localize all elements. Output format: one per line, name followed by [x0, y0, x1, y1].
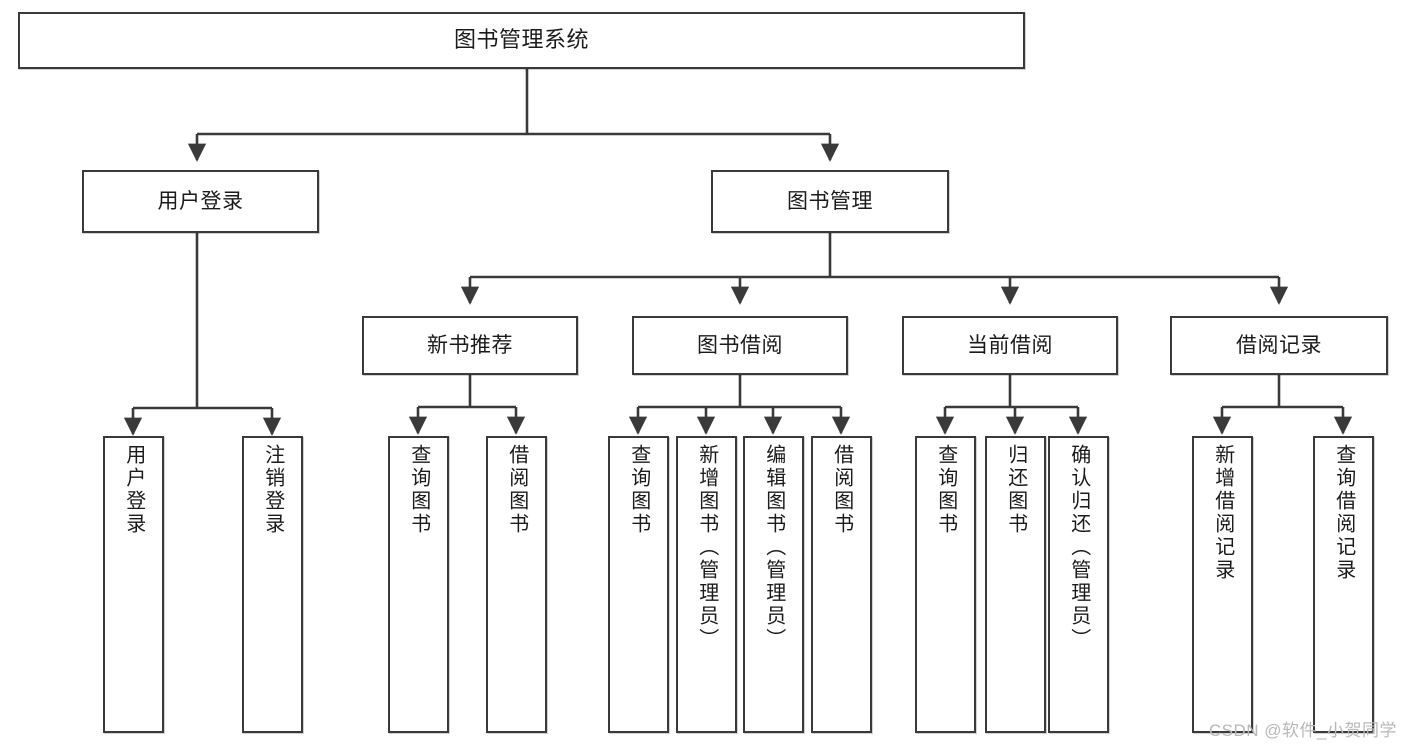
node-label: 图书管理系统	[453, 27, 589, 53]
node-root[interactable]: 图书管理系统	[18, 12, 1025, 69]
node-label: 借阅图书	[830, 444, 853, 536]
node-leaf-add-borrow-record[interactable]: 新增借阅记录	[1192, 436, 1253, 733]
node-leaf-user-login[interactable]: 用户登录	[103, 436, 164, 733]
node-borrow-record[interactable]: 借阅记录	[1170, 316, 1388, 375]
node-label: 新增借阅记录	[1211, 444, 1234, 582]
node-label: 用户登录	[157, 189, 244, 213]
node-leaf-query-book-1[interactable]: 查询图书	[388, 436, 449, 733]
node-label: 查询图书	[407, 444, 430, 536]
node-leaf-return-book[interactable]: 归还图书	[985, 436, 1046, 733]
node-new-book-rec[interactable]: 新书推荐	[362, 316, 578, 375]
node-label: 借阅图书	[505, 444, 528, 536]
node-label: 查询图书	[934, 444, 957, 536]
node-leaf-borrow-book-1[interactable]: 借阅图书	[486, 436, 547, 733]
node-leaf-query-book-3[interactable]: 查询图书	[915, 436, 976, 733]
node-label: 注销登录	[261, 444, 284, 536]
node-label: 图书管理	[787, 189, 873, 213]
node-label: 确认归还（管理员）	[1067, 444, 1090, 651]
node-leaf-confirm-return-admin[interactable]: 确认归还（管理员）	[1048, 436, 1109, 733]
node-leaf-query-borrow-record[interactable]: 查询借阅记录	[1313, 436, 1374, 733]
node-current-borrow[interactable]: 当前借阅	[902, 316, 1118, 375]
node-label: 新增图书（管理员）	[695, 444, 718, 651]
node-leaf-borrow-book-2[interactable]: 借阅图书	[811, 436, 872, 733]
node-leaf-edit-book-admin[interactable]: 编辑图书（管理员）	[743, 436, 804, 733]
node-label: 查询借阅记录	[1332, 444, 1355, 582]
node-label: 编辑图书（管理员）	[762, 444, 785, 651]
node-label: 借阅记录	[1236, 333, 1322, 357]
node-label: 用户登录	[122, 444, 145, 536]
edge-layer	[123, 69, 1353, 436]
node-leaf-logout[interactable]: 注销登录	[242, 436, 303, 733]
node-user-login[interactable]: 用户登录	[82, 170, 319, 233]
node-label: 当前借阅	[967, 333, 1053, 357]
node-book-manage[interactable]: 图书管理	[711, 170, 949, 233]
node-leaf-add-book-admin[interactable]: 新增图书（管理员）	[676, 436, 737, 733]
node-label: 归还图书	[1004, 444, 1027, 536]
node-label: 新书推荐	[427, 333, 513, 357]
watermark-text: CSDN @软件_小贺同学	[1208, 721, 1397, 740]
node-label: 图书借阅	[697, 333, 783, 357]
node-label: 查询图书	[627, 444, 650, 536]
node-leaf-query-book-2[interactable]: 查询图书	[608, 436, 669, 733]
node-book-borrow[interactable]: 图书借阅	[632, 316, 848, 375]
